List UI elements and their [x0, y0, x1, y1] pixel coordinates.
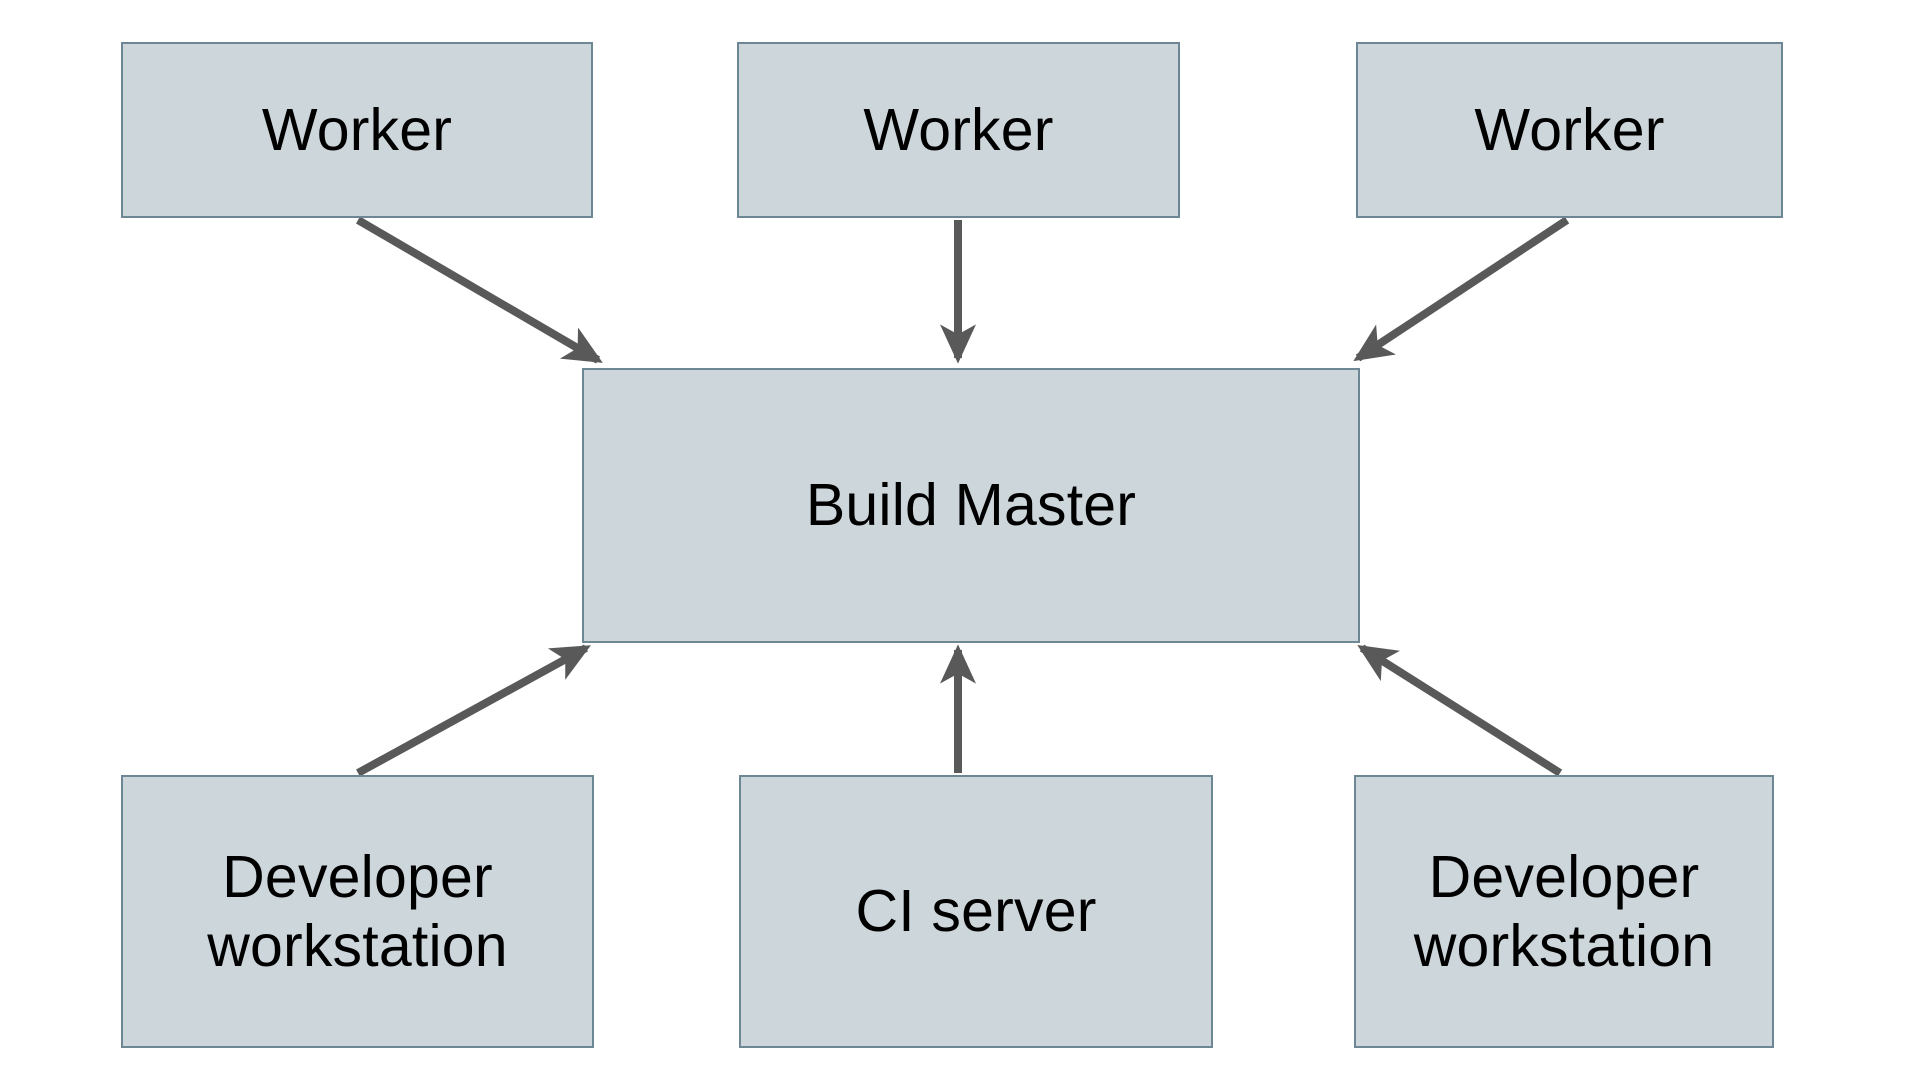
- node-developer-workstation-right[interactable]: Developer workstation: [1354, 775, 1774, 1048]
- node-ci-server-label: CI server: [855, 878, 1097, 945]
- node-build-master-label: Build Master: [805, 472, 1137, 539]
- node-build-master[interactable]: Build Master: [582, 368, 1360, 643]
- edge-dev-ws-left-to-build-master: [356, 644, 591, 777]
- node-ci-server[interactable]: CI server: [739, 775, 1213, 1048]
- edge-worker-1-to-build-master: [355, 216, 603, 364]
- node-worker-2[interactable]: Worker: [737, 42, 1180, 218]
- edge-worker-3-to-build-master: [1353, 216, 1570, 362]
- node-developer-workstation-left-label: Developer workstation: [207, 844, 508, 979]
- node-developer-workstation-left[interactable]: Developer workstation: [121, 775, 594, 1048]
- edge-dev-ws-right-to-build-master: [1357, 644, 1563, 777]
- node-worker-3[interactable]: Worker: [1356, 42, 1783, 218]
- node-worker-1-label: Worker: [261, 96, 453, 163]
- node-developer-workstation-right-label: Developer workstation: [1413, 844, 1715, 979]
- node-worker-3-label: Worker: [1474, 96, 1665, 163]
- node-worker-1[interactable]: Worker: [121, 42, 593, 218]
- node-worker-2-label: Worker: [863, 96, 1054, 163]
